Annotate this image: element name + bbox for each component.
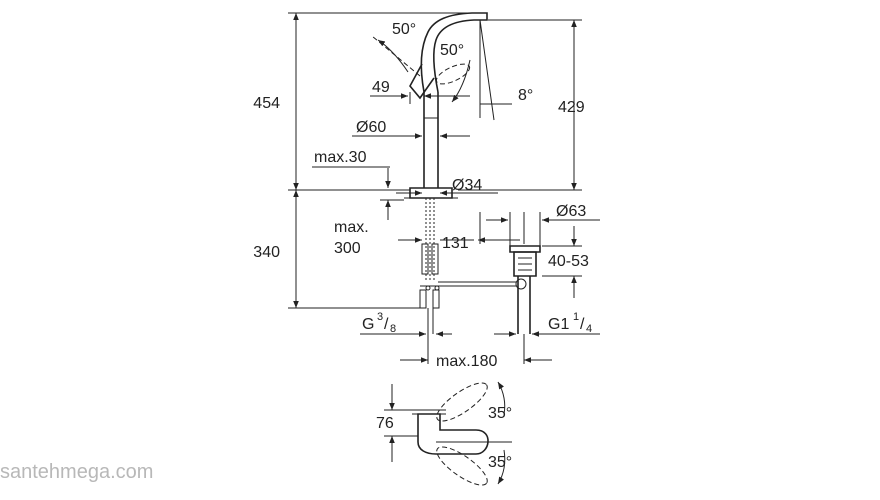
- dim-max30-label: max.30: [314, 149, 367, 166]
- pop-up-linkage: [438, 278, 527, 290]
- dim-49: [370, 92, 470, 104]
- dim-max180-label: max.180: [436, 353, 497, 370]
- dim-dia34-label: Ø34: [452, 177, 482, 194]
- dim-dia63-label: Ø63: [556, 203, 586, 220]
- faucet-body: [404, 12, 488, 199]
- dim-340: [288, 190, 420, 309]
- dim-300-label: 300: [334, 240, 361, 257]
- thread-g1-numerator: 1: [573, 311, 579, 323]
- dim-429-label: 429: [558, 99, 585, 116]
- dim-76-label: 76: [376, 415, 394, 432]
- dim-dia63: [486, 212, 600, 246]
- dim-40-53: [542, 226, 582, 298]
- dim-340-label: 340: [253, 244, 280, 261]
- dim-76: [384, 384, 418, 462]
- dim-454: [288, 12, 470, 191]
- dim-dia60-label: Ø60: [356, 119, 386, 136]
- dim-131: [440, 212, 520, 244]
- dim-49-label: 49: [372, 79, 390, 96]
- dim-max-label: max.: [334, 219, 369, 236]
- thread-g-numerator: 3: [377, 311, 383, 323]
- thread-g1-denominator: 4: [586, 323, 592, 335]
- thread-g1-label: G1: [548, 316, 569, 333]
- lever-tilt-outline: [435, 59, 471, 103]
- top-view-angle-arcs: [436, 381, 512, 485]
- dim-131-label: 131: [442, 235, 469, 252]
- dim-454-label: 454: [253, 95, 280, 112]
- lever-rotation-arc: [371, 35, 421, 77]
- mounting-shank: [419, 198, 440, 334]
- dim-429: [458, 19, 582, 191]
- thread-g-label: G: [362, 316, 374, 333]
- angle-35-bottom-label: 35°: [488, 454, 512, 471]
- thread-g-denominator: 8: [390, 323, 396, 335]
- watermark-text: santehmega.com: [0, 461, 153, 483]
- top-view-spout: [412, 382, 489, 486]
- angle-8-label: 8°: [518, 87, 533, 104]
- dim-max30: [312, 166, 404, 220]
- dim-40-53-label: 40-53: [548, 253, 589, 270]
- spout-angle-lines: [479, 19, 512, 121]
- angle-35-top-label: 35°: [488, 405, 512, 422]
- fraction-slash: /: [384, 316, 389, 333]
- pop-up-waste: [509, 212, 541, 334]
- angle-50-top-label: 50°: [392, 21, 416, 38]
- dim-max180: [400, 334, 552, 364]
- fraction-slash-2: /: [580, 316, 585, 333]
- angle-50-right-label: 50°: [440, 42, 464, 59]
